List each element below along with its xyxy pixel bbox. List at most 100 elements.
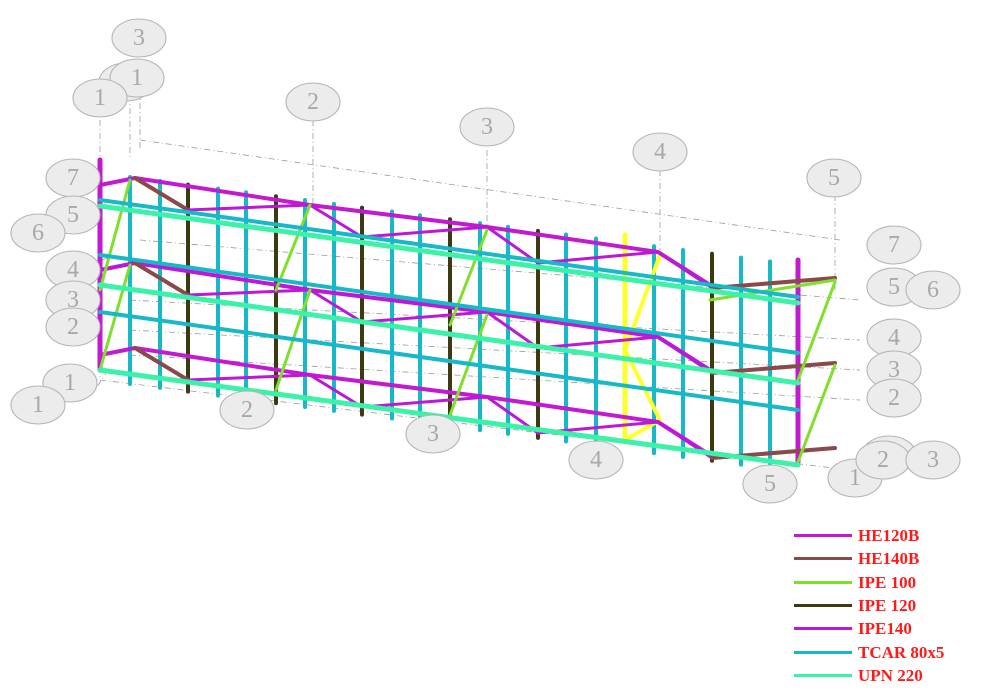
legend-swatch (794, 604, 852, 608)
grid-line (129, 354, 861, 401)
grid-bubble: 1 (10, 385, 66, 425)
bracing-member (708, 278, 837, 302)
grid-bubble-label: 3 (481, 114, 493, 140)
truss-diagonal-member (536, 250, 714, 290)
grid-bubble-shape (10, 385, 66, 425)
grid-bubble: 3 (866, 350, 922, 390)
legend-item-ipe140: IPE140 (794, 617, 984, 640)
channel-member (97, 203, 801, 306)
legend-label: HE120B (858, 526, 920, 546)
grid-bubble-shape (405, 414, 461, 454)
grid-bubble-label: 7 (888, 232, 900, 258)
bracing-member (448, 228, 489, 327)
grid-bubble-label: 5 (764, 471, 776, 497)
legend-item-ipe120: IPE 120 (794, 594, 984, 617)
grid-bubble: 2 (219, 390, 275, 430)
grid-bubble-shape (905, 270, 961, 310)
bracing-member (98, 263, 132, 372)
bracing-member (274, 203, 312, 292)
grid-bubble-label: 3 (427, 421, 439, 447)
grid-bubble-label: 7 (67, 165, 79, 191)
bracing-member (796, 280, 837, 382)
grid-bubble: 4 (866, 318, 922, 358)
grid-bubble-shape (10, 213, 66, 253)
legend-label: TCAR 80x5 (858, 642, 945, 662)
grid-bubble-label: 5 (67, 202, 79, 228)
grid-bubble-label: 5 (888, 274, 900, 300)
grid-bubble-label: 6 (927, 277, 939, 303)
grid-bubble: 5 (806, 158, 862, 198)
grid-bubble-shape (72, 78, 128, 118)
grid-bubble: 2 (45, 307, 101, 347)
channel-member (97, 367, 801, 468)
grid-bubble: 2 (285, 82, 341, 122)
truss-diagonal-member (536, 335, 714, 375)
truss-diagonal-member (133, 261, 190, 297)
grid-bubble: 6 (10, 213, 66, 253)
grid-bubble-label: 3 (133, 25, 145, 51)
grid-bubble-label: 3 (67, 287, 79, 313)
grid-bubble-shape (866, 225, 922, 265)
bracing-member (98, 178, 132, 292)
grid-bubble: 3 (905, 440, 961, 480)
truss-diagonal-member (360, 395, 540, 435)
grid-bubble-label: 4 (888, 325, 900, 351)
grid-bubble-shape (109, 58, 165, 98)
grid-bubble: 3 (405, 414, 461, 454)
grid-bubble-label: 4 (654, 139, 666, 165)
truss-diagonal-member (133, 176, 190, 212)
grid-bubble-label: 2 (67, 314, 79, 340)
grid-bubble-label: 3 (927, 447, 939, 473)
legend-item-tcar80x5: TCAR 80x5 (794, 640, 984, 663)
grid-bubble-label: 2 (241, 397, 253, 423)
grid-bubble-label: 4 (590, 447, 602, 473)
grid-bubble: 4 (632, 132, 688, 172)
grid-bubble-label: 2 (307, 89, 319, 115)
grid-bubble: 6 (905, 270, 961, 310)
grid-bubble: 7 (45, 158, 101, 198)
rail-member (98, 253, 800, 355)
grid-bubble-label: 3 (888, 357, 900, 383)
grid-bubble-shape (632, 132, 688, 172)
grid-bubble: 7 (866, 225, 922, 265)
grid-bubble-label: 1 (849, 465, 861, 491)
grid-bubble-shape (285, 82, 341, 122)
highlighted-brace (623, 348, 662, 442)
grid-bubble: 5 (742, 464, 798, 504)
rail-member (98, 310, 800, 412)
grid-bubble-shape (219, 390, 275, 430)
grid-bubble-label: 2 (877, 447, 889, 473)
grid-bubble-label: 1 (131, 65, 143, 91)
legend-label: HE140B (858, 549, 920, 569)
grid-bubble: 3 (111, 18, 167, 58)
grid-bubble-label: 6 (32, 220, 44, 246)
grid-bubble: 4 (45, 250, 101, 290)
legend-label: UPN 220 (858, 665, 923, 685)
legend-label: IPE 100 (858, 572, 917, 592)
grid-line (129, 329, 861, 371)
grid-bubble-label: 1 (94, 85, 106, 111)
legend-swatch (794, 557, 852, 561)
section-legend: HE120B HE140B IPE 100 IPE 120 IPE140 TCA… (794, 524, 984, 687)
legend-swatch (794, 650, 852, 654)
grid-bubble-label: 2 (888, 385, 900, 411)
channel-member (97, 282, 801, 386)
grid-bubble-shape (905, 440, 961, 480)
grid-bubble-shape (111, 18, 167, 58)
legend-item-ipe100: IPE 100 (794, 571, 984, 594)
legend-item-upn220: UPN 220 (794, 664, 984, 687)
grid-bubble-label: 1 (64, 370, 76, 396)
grid-bubble: 1 (109, 58, 165, 98)
grid-line (94, 369, 109, 391)
grid-bubble-shape (742, 464, 798, 504)
rail-member (98, 198, 800, 299)
truss-diagonal-member (133, 346, 190, 382)
grid-bubble-shape (45, 307, 101, 347)
legend-label: IPE 120 (858, 596, 917, 616)
structural-members (97, 157, 837, 471)
grid-bubble-shape (568, 440, 624, 480)
truss-diagonal-member (186, 373, 364, 409)
legend-item-he140b: HE140B (794, 547, 984, 570)
legend-swatch (794, 673, 852, 677)
